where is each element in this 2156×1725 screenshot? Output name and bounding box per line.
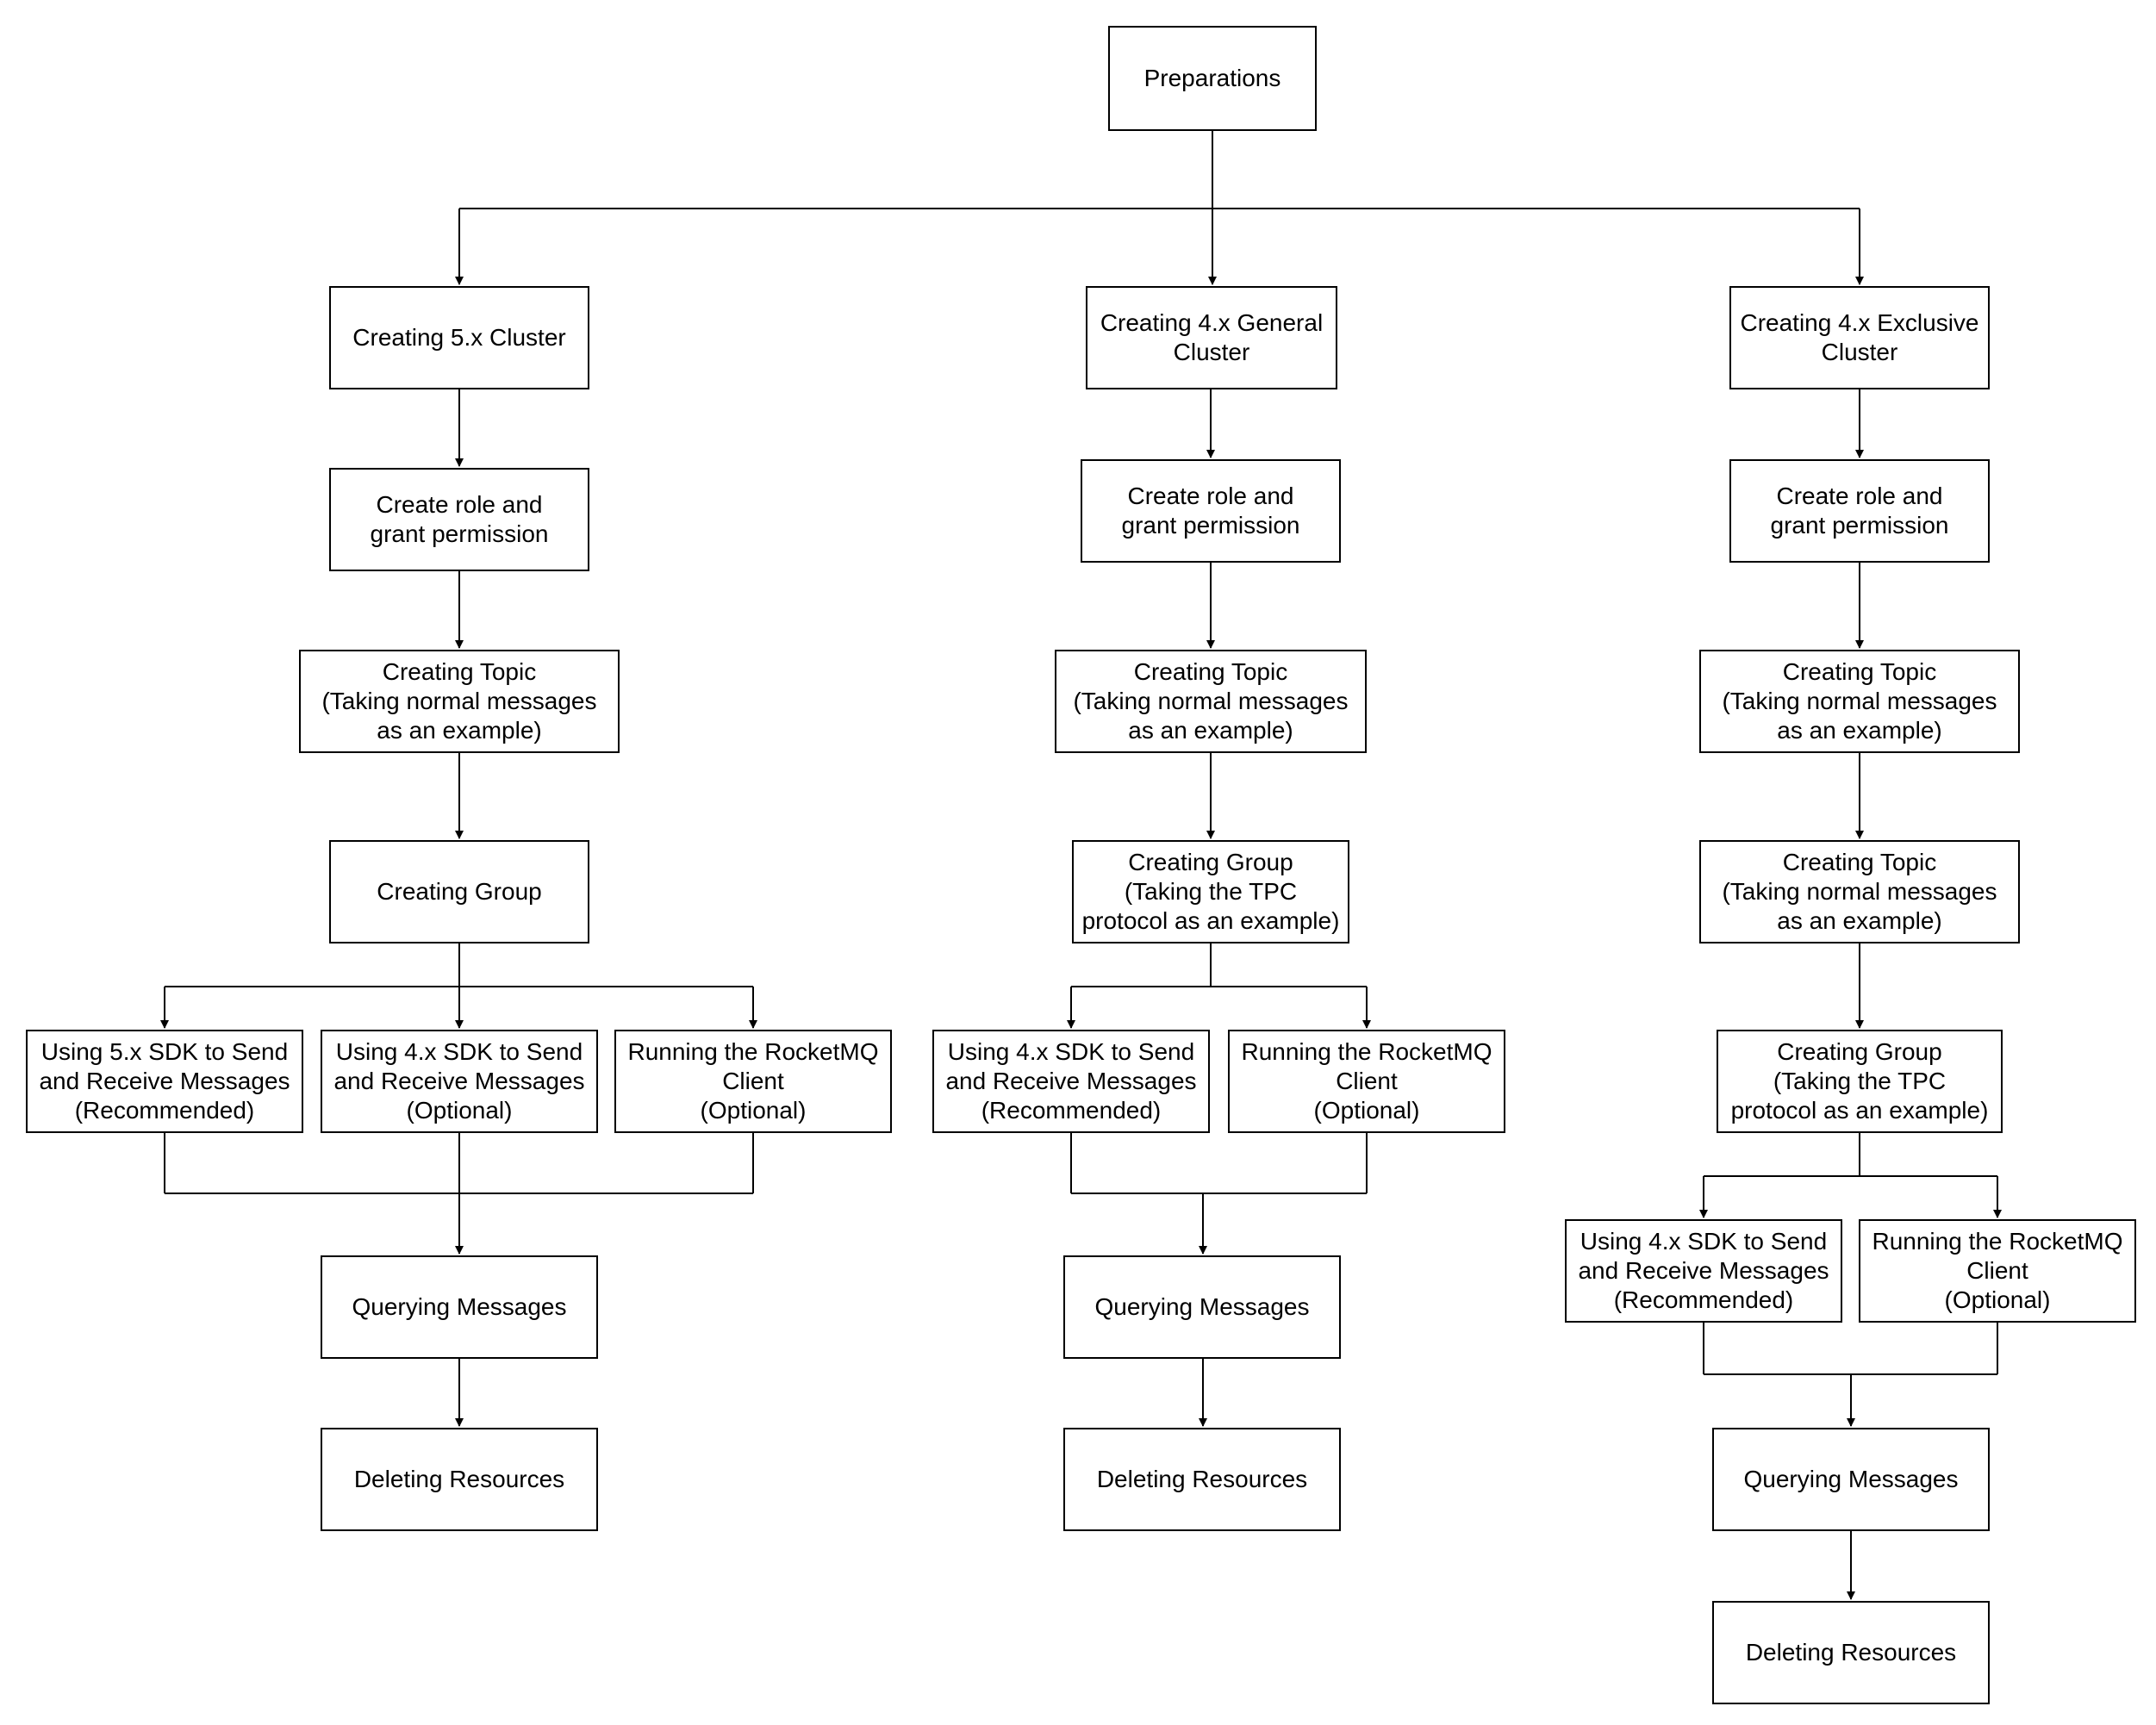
node-deleting-resources-col1: Deleting Resources [321, 1428, 598, 1531]
node-create-role-col3: Create role and grant permission [1729, 459, 1990, 563]
node-5x-sdk-col1: Using 5.x SDK to Send and Receive Messag… [26, 1030, 303, 1133]
node-create-role-col2: Create role and grant permission [1081, 459, 1341, 563]
node-4x-sdk-col2: Using 4.x SDK to Send and Receive Messag… [932, 1030, 1210, 1133]
node-creating-group-col1: Creating Group [329, 840, 589, 943]
node-querying-messages-col2: Querying Messages [1063, 1255, 1341, 1359]
node-create-4x-exclusive-cluster: Creating 4.x Exclusive Cluster [1729, 286, 1990, 389]
node-create-role-col1: Create role and grant permission [329, 468, 589, 571]
node-creating-topic-col1: Creating Topic (Taking normal messages a… [299, 650, 620, 753]
node-deleting-resources-col3: Deleting Resources [1712, 1601, 1990, 1704]
node-preparations: Preparations [1108, 26, 1317, 131]
node-deleting-resources-col2: Deleting Resources [1063, 1428, 1341, 1531]
node-creating-group-col2: Creating Group (Taking the TPC protocol … [1072, 840, 1349, 943]
node-rocketmq-client-col3: Running the RocketMQ Client (Optional) [1859, 1219, 2136, 1323]
node-creating-topic-col3-b: Creating Topic (Taking normal messages a… [1699, 840, 2020, 943]
node-create-5x-cluster: Creating 5.x Cluster [329, 286, 589, 389]
node-create-4x-general-cluster: Creating 4.x General Cluster [1086, 286, 1337, 389]
node-querying-messages-col3: Querying Messages [1712, 1428, 1990, 1531]
node-creating-group-col3: Creating Group (Taking the TPC protocol … [1717, 1030, 2003, 1133]
node-creating-topic-col3-a: Creating Topic (Taking normal messages a… [1699, 650, 2020, 753]
node-rocketmq-client-col1: Running the RocketMQ Client (Optional) [614, 1030, 892, 1133]
node-rocketmq-client-col2: Running the RocketMQ Client (Optional) [1228, 1030, 1505, 1133]
node-creating-topic-col2: Creating Topic (Taking normal messages a… [1055, 650, 1367, 753]
node-4x-sdk-col3: Using 4.x SDK to Send and Receive Messag… [1565, 1219, 1842, 1323]
node-4x-sdk-col1: Using 4.x SDK to Send and Receive Messag… [321, 1030, 598, 1133]
node-querying-messages-col1: Querying Messages [321, 1255, 598, 1359]
